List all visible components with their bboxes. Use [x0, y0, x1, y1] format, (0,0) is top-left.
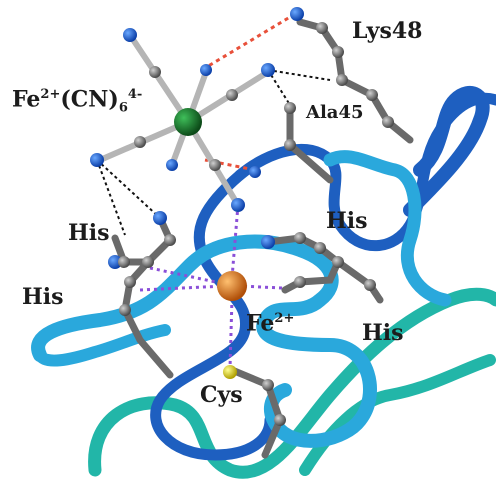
carbon-atom: [332, 46, 344, 58]
carbon-atom: [284, 139, 296, 151]
hbond-lys48: [204, 12, 296, 70]
coord-n-top: [230, 204, 240, 279]
carbon-atom: [332, 256, 344, 268]
fe-hexacyanide-atom: [174, 108, 202, 136]
fe-cn-count-sub: 6: [118, 100, 128, 116]
fe-cn-complex-charge-sup: 4-: [127, 87, 143, 102]
contact-3: [96, 159, 161, 219]
label-lys48: Lys48: [352, 18, 423, 44]
carbon-atom: [364, 279, 376, 291]
carbon-atom: [164, 234, 176, 246]
fe-cn-ligand: (CN): [60, 86, 119, 113]
carbon-atom: [118, 256, 130, 268]
label-his-lower-left: His: [22, 284, 64, 310]
fe-cn-charge-sup: 2+: [40, 87, 61, 102]
ribbon-light-blue-right: [323, 150, 452, 307]
label-his-right: His: [326, 208, 368, 234]
ribbon-dark-blue-main: [234, 92, 496, 252]
protein-ribbons: [31, 86, 496, 479]
nitrogen-atom: [90, 153, 104, 167]
carbon-atom: [226, 89, 238, 101]
label-fe-hexacyanide: Fe2+(CN)64-: [12, 88, 142, 115]
nitrogen-atom: [290, 7, 304, 21]
coord-cys: [228, 297, 234, 369]
carbon-atom: [316, 22, 328, 34]
ribbon-teal-right: [299, 354, 496, 476]
carbon-atom: [262, 379, 274, 391]
ribbon-dark-blue-upper-right: [403, 86, 490, 217]
contact-4: [96, 159, 126, 236]
nitrogen-atom: [231, 198, 245, 212]
nitrogen-atom: [261, 235, 275, 249]
label-ala45: Ala45: [306, 102, 364, 123]
nitrogen-atom: [166, 159, 178, 171]
coord-his-lowleft: [139, 284, 226, 292]
coord-his-right: [239, 284, 283, 290]
carbon-atom: [149, 66, 161, 78]
nitrogen-atom: [108, 255, 122, 269]
carbon-atom: [274, 414, 286, 426]
carbon-atom: [124, 276, 136, 288]
fe-cn-base: Fe: [12, 86, 41, 113]
nitrogen-atom: [261, 63, 275, 77]
label-his-upper-left: His: [68, 220, 110, 246]
carbon-atom: [382, 116, 394, 128]
carbon-atom: [142, 256, 154, 268]
sulfur-atom: [223, 365, 237, 379]
nitrogen-atom: [200, 64, 212, 76]
nitrogen-atom: [249, 166, 261, 178]
fe2-ion-atom: [217, 271, 247, 301]
label-fe2-ion: Fe2+: [246, 312, 294, 334]
carbon-atom: [294, 276, 306, 288]
carbon-atom: [314, 242, 326, 254]
carbon-atom: [294, 232, 306, 244]
carbon-atom: [336, 74, 348, 86]
label-his-lower-right: His: [362, 320, 404, 346]
nitrogen-atom: [153, 211, 167, 225]
ribbon-light-blue-left-tail: [34, 324, 171, 367]
interaction-lines: [96, 12, 331, 369]
carbon-atom: [134, 136, 146, 148]
carbon-atom: [284, 102, 296, 114]
carbon-atom: [209, 159, 221, 171]
label-cys: Cys: [200, 382, 243, 408]
carbon-atom: [366, 89, 378, 101]
ribbon-light-blue-front: [31, 234, 377, 448]
coord-his-left: [149, 266, 226, 286]
contact-1: [267, 69, 331, 81]
carbon-atom: [119, 304, 131, 316]
atoms: [90, 7, 394, 426]
nitrogen-atom: [123, 28, 137, 42]
fe2-charge-sup: 2+: [274, 311, 295, 326]
fe2-base: Fe: [246, 310, 275, 337]
